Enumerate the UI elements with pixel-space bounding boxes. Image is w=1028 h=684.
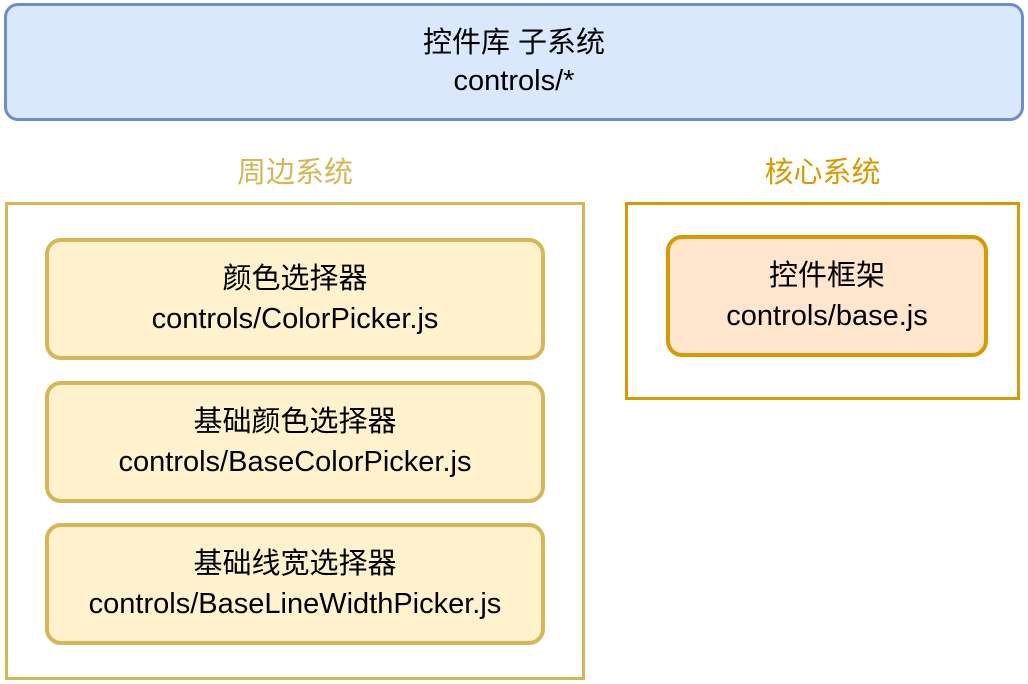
core-system-label: 核心系统 xyxy=(764,157,881,189)
module-box-color-picker: 颜色选择器 controls/ColorPicker.js xyxy=(45,238,545,360)
module-title: 基础颜色选择器 xyxy=(193,406,397,438)
module-path: controls/BaseColorPicker.js xyxy=(118,446,472,478)
peripheral-system-label: 周边系统 xyxy=(236,157,353,189)
module-box-base-line-width-picker: 基础线宽选择器 controls/BaseLineWidthPicker.js xyxy=(45,523,545,645)
module-path: controls/BaseLineWidthPicker.js xyxy=(88,588,502,620)
module-title: 控件框架 xyxy=(768,260,885,292)
module-box-base-color-picker: 基础颜色选择器 controls/BaseColorPicker.js xyxy=(45,381,545,503)
module-path: controls/base.js xyxy=(726,300,928,332)
module-title: 基础线宽选择器 xyxy=(193,548,397,580)
controls-subsystem-box: 控件库 子系统 controls/* xyxy=(4,3,1024,121)
module-box-control-framework: 控件框架 controls/base.js xyxy=(666,235,988,357)
module-title: 颜色选择器 xyxy=(222,263,368,295)
module-path: controls/ColorPicker.js xyxy=(151,303,439,335)
subsystem-title: 控件库 子系统 xyxy=(422,27,606,59)
subsystem-path: controls/* xyxy=(453,65,575,97)
